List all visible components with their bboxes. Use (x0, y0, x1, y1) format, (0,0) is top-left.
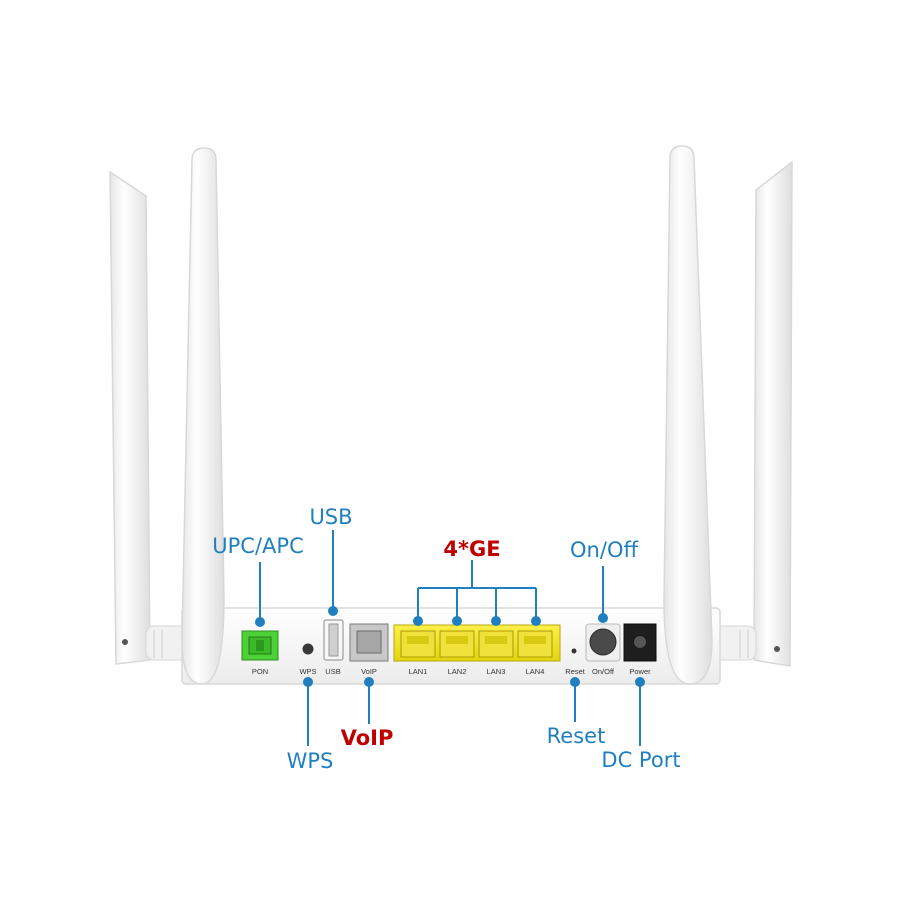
voip-leader (364, 677, 374, 724)
voip-port (349, 623, 389, 662)
reset-leader (570, 677, 580, 722)
antenna-far-left (109, 170, 151, 665)
usb-port-label: USB (325, 667, 340, 676)
dc-power-jack (623, 623, 657, 662)
wps-button (302, 643, 314, 655)
voip-port-label: VoIP (361, 667, 377, 676)
usb-callout: USB (309, 505, 352, 529)
four-ge-leader (413, 560, 541, 626)
pon-port-label: PON (252, 667, 268, 676)
reset-pinhole (571, 648, 577, 654)
usb-port (323, 619, 344, 661)
four-ge-callout: 4*GE (443, 537, 500, 561)
upc-apc-callout: UPC/APC (212, 534, 303, 558)
wps-port-label: WPS (299, 667, 316, 676)
lan4-port-label: LAN4 (526, 667, 545, 676)
voip-callout: VoIP (341, 726, 394, 750)
lan-port-3 (478, 630, 514, 658)
on-off-callout: On/Off (570, 538, 638, 562)
on-off-leader (598, 566, 608, 623)
power-button (585, 623, 621, 662)
lan3-port-label: LAN3 (487, 667, 506, 676)
pon-port (241, 630, 279, 661)
upc-apc-leader (255, 562, 265, 627)
lan-port-4 (517, 630, 553, 658)
lan1-port-label: LAN1 (409, 667, 428, 676)
usb-leader (328, 530, 338, 616)
reset-callout: Reset (547, 724, 606, 748)
antenna-inner-right (663, 145, 713, 685)
wps-leader (303, 677, 313, 746)
antenna-far-right (753, 160, 793, 667)
lan-port-block (393, 624, 561, 662)
antenna-hinge-right (711, 625, 757, 661)
dc-port-leader (635, 677, 645, 746)
antenna-inner-left (181, 147, 225, 685)
lan-port-2 (439, 630, 475, 658)
power-port-label: Power (629, 667, 651, 676)
lan2-port-label: LAN2 (448, 667, 467, 676)
reset-port-label: Reset (565, 667, 586, 676)
lan-port-1 (400, 630, 436, 658)
onoff-port-label: On/Off (592, 667, 615, 676)
wps-callout: WPS (287, 749, 334, 773)
dc-port-callout: DC Port (601, 748, 680, 772)
